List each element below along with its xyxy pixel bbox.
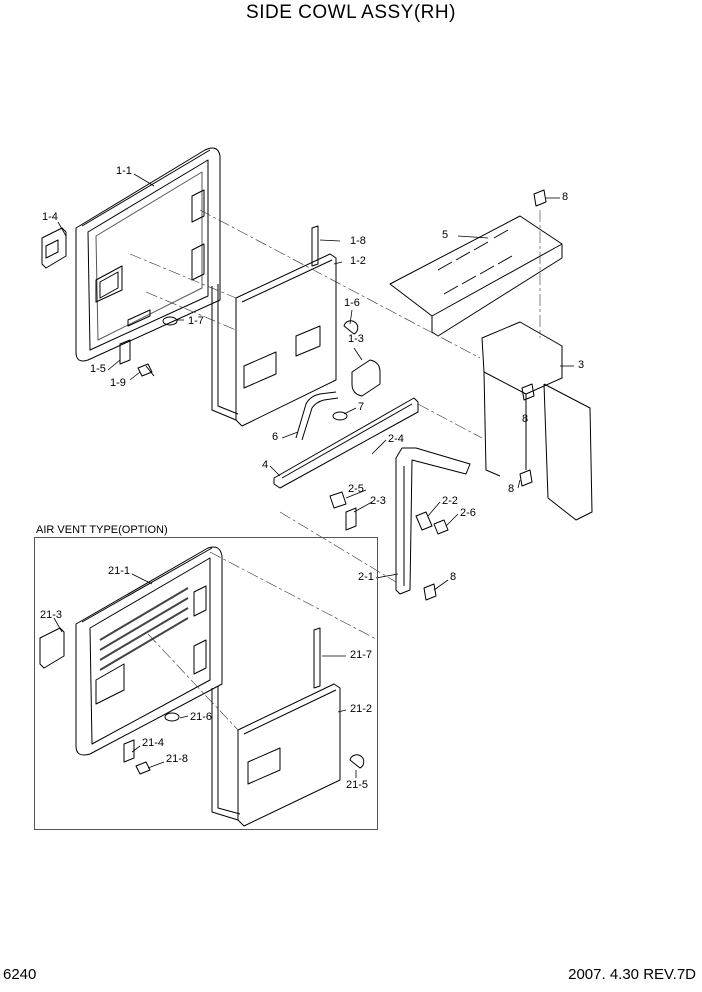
lock-1-4 bbox=[41, 227, 67, 269]
callout-21-1: 21-1 bbox=[108, 565, 131, 577]
catch-1-5 bbox=[119, 339, 131, 365]
callout-2-1: 2-1 bbox=[358, 571, 374, 583]
option-section-frame bbox=[34, 537, 378, 830]
callout-2-6: 2-6 bbox=[460, 507, 476, 519]
panel-1-2 bbox=[235, 253, 337, 427]
door-frame-21-1 bbox=[75, 546, 223, 756]
bolt-2-6 bbox=[433, 519, 449, 535]
bolt-1-9 bbox=[137, 363, 155, 377]
page-number: 6240 bbox=[3, 966, 37, 983]
bolt-8-mid bbox=[521, 383, 535, 401]
post-bracket-2-1 bbox=[395, 447, 471, 595]
callout-1-7: 1-7 bbox=[188, 315, 204, 327]
bracket-2-2 bbox=[415, 511, 433, 531]
knob-1-6 bbox=[343, 320, 359, 335]
callout-7: 7 bbox=[358, 401, 365, 413]
callout-1-2: 1-2 bbox=[350, 255, 366, 267]
cap-1-3 bbox=[351, 359, 381, 397]
bolt-8-bottom bbox=[423, 583, 437, 601]
callout-2-4: 2-4 bbox=[388, 433, 404, 445]
bolt-8-low bbox=[519, 469, 533, 487]
callout-21-2: 21-2 bbox=[350, 703, 373, 715]
callout-21-6: 21-6 bbox=[190, 711, 213, 723]
callout-21-8: 21-8 bbox=[166, 753, 189, 765]
vertical-bracket-3 bbox=[481, 321, 593, 521]
callout-1-4: 1-4 bbox=[42, 211, 58, 223]
seal-strip-1-8 bbox=[211, 225, 319, 421]
bracket-2-3 bbox=[345, 507, 357, 531]
option-section-label: AIR VENT TYPE(OPTION) bbox=[36, 524, 168, 536]
grommet-7 bbox=[332, 411, 348, 421]
door-frame-1-1 bbox=[75, 147, 221, 362]
callout-21-7: 21-7 bbox=[350, 649, 373, 661]
bolt-2-5 bbox=[329, 491, 347, 509]
panel-21-2 bbox=[237, 683, 341, 827]
callout-1-5: 1-5 bbox=[90, 363, 106, 375]
bolt-21-8 bbox=[135, 761, 151, 775]
callout-21-3: 21-3 bbox=[40, 609, 63, 621]
assembly-lines bbox=[129, 209, 541, 731]
callout-1-6: 1-6 bbox=[344, 297, 360, 309]
callout-21-5: 21-5 bbox=[346, 779, 369, 791]
callout-2-5: 2-5 bbox=[348, 483, 364, 495]
callout-1-1: 1-1 bbox=[116, 165, 132, 177]
bracket-bar-4 bbox=[273, 397, 419, 489]
callout-8-top: 8 bbox=[562, 191, 569, 203]
knob-21-5 bbox=[349, 754, 365, 769]
leader-lines bbox=[53, 173, 574, 778]
callout-6: 6 bbox=[272, 431, 279, 443]
callout-5: 5 bbox=[442, 229, 449, 241]
callout-4: 4 bbox=[262, 459, 269, 471]
seal-strip-21-7 bbox=[211, 627, 321, 821]
callout-1-8: 1-8 bbox=[350, 235, 366, 247]
callout-21-4: 21-4 bbox=[142, 737, 165, 749]
callout-3: 3 bbox=[578, 359, 585, 371]
grommet-1-7 bbox=[162, 316, 178, 326]
top-bracket-5 bbox=[389, 215, 563, 337]
callout-8-bottom: 8 bbox=[450, 571, 457, 583]
callout-8-mid: 8 bbox=[522, 413, 529, 425]
callout-1-3: 1-3 bbox=[348, 333, 364, 345]
catch-21-4 bbox=[123, 739, 135, 763]
callout-2-2: 2-2 bbox=[442, 495, 458, 507]
revision-date: 2007. 4.30 REV.7D bbox=[568, 966, 696, 983]
bolt-8-top bbox=[533, 189, 547, 207]
handle-6 bbox=[295, 391, 339, 441]
callout-2-3: 2-3 bbox=[370, 495, 386, 507]
grommet-21-6 bbox=[164, 712, 180, 722]
callout-1-9: 1-9 bbox=[110, 377, 126, 389]
callout-8-low: 8 bbox=[508, 483, 515, 495]
page-title: SIDE COWL ASSY(RH) bbox=[246, 2, 456, 23]
